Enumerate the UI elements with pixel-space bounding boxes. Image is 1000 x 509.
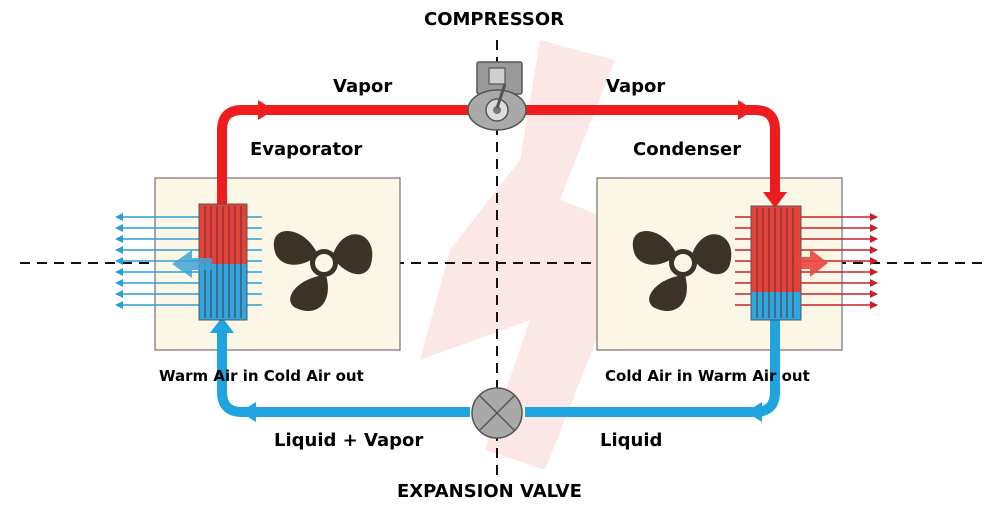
evaporator-air-label: Warm Air in Cold Air out [159,367,364,385]
condenser-coil [750,205,802,321]
flow-arrow-liquid-vapor [240,402,256,422]
compressor-label: COMPRESSOR [424,9,565,30]
flow-arrow-into-evaporator [210,317,234,333]
watermark-logo [420,40,640,470]
expansion-valve-label: EXPANSION VALVE [397,481,582,502]
evaporator-outflow-arrow [172,250,212,278]
flow-arrow-into-condenser [763,192,787,208]
condenser-label: Condenser [633,139,742,160]
evaporator-label: Evaporator [250,139,363,160]
evaporator-fan-icon [273,231,373,312]
flow-arrow-vapor-right [738,100,754,120]
expansion-valve-icon [471,387,523,439]
hot-pipe [217,105,780,205]
condenser-fan-icon [632,231,732,312]
liquid-label: Liquid [600,430,663,451]
vapor-left-label: Vapor [333,76,393,97]
condenser-outflow-arrow [798,249,828,277]
compressor-icon [467,61,527,131]
vapor-right-label: Vapor [606,76,666,97]
liquid-vapor-label: Liquid + Vapor [274,430,424,451]
flow-arrow-vapor-left [258,100,274,120]
flow-arrow-liquid [746,402,762,422]
evaporator-coil [198,203,248,321]
condenser-air-label: Cold Air in Warm Air out [605,367,810,385]
